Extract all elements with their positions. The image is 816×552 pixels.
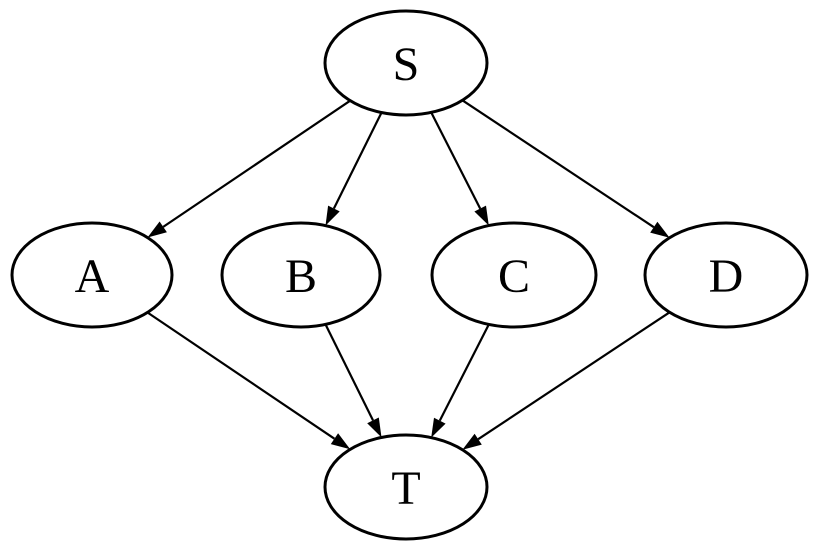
node-t: T bbox=[323, 433, 489, 541]
arrowhead-c-t bbox=[431, 417, 446, 438]
edge-s-d bbox=[461, 99, 655, 229]
node-ellipse-t bbox=[323, 433, 489, 541]
node-a: A bbox=[10, 221, 174, 329]
node-label-s: S bbox=[393, 38, 420, 91]
arrowhead-s-b bbox=[325, 205, 340, 226]
arrowhead-s-a bbox=[147, 221, 167, 238]
node-label-d: D bbox=[709, 250, 744, 303]
node-d: D bbox=[643, 221, 809, 329]
edge-layer bbox=[146, 99, 671, 450]
edge-b-t bbox=[324, 323, 374, 421]
edge-c-t bbox=[438, 324, 490, 422]
arrowhead-s-c bbox=[474, 205, 489, 226]
arrowhead-s-d bbox=[650, 221, 670, 238]
node-ellipse-d bbox=[643, 221, 809, 329]
edge-a-t bbox=[146, 311, 336, 440]
arrowhead-b-t bbox=[367, 417, 382, 438]
edge-s-a bbox=[162, 99, 351, 228]
edge-s-b bbox=[332, 112, 383, 209]
node-ellipse-s bbox=[323, 9, 489, 117]
edge-s-c bbox=[430, 111, 482, 210]
node-ellipse-b bbox=[220, 221, 382, 329]
node-c: C bbox=[430, 221, 598, 329]
node-layer: S A B C D T bbox=[10, 9, 809, 541]
arrowhead-d-t bbox=[462, 433, 482, 450]
node-ellipse-a bbox=[10, 221, 174, 329]
edge-d-t bbox=[477, 311, 671, 441]
node-label-t: T bbox=[391, 462, 420, 515]
node-ellipse-c bbox=[430, 221, 598, 329]
node-label-b: B bbox=[285, 250, 317, 303]
node-b: B bbox=[220, 221, 382, 329]
arrowhead-a-t bbox=[330, 433, 351, 450]
node-label-c: C bbox=[498, 250, 530, 303]
node-label-a: A bbox=[75, 250, 110, 303]
node-s: S bbox=[323, 9, 489, 117]
